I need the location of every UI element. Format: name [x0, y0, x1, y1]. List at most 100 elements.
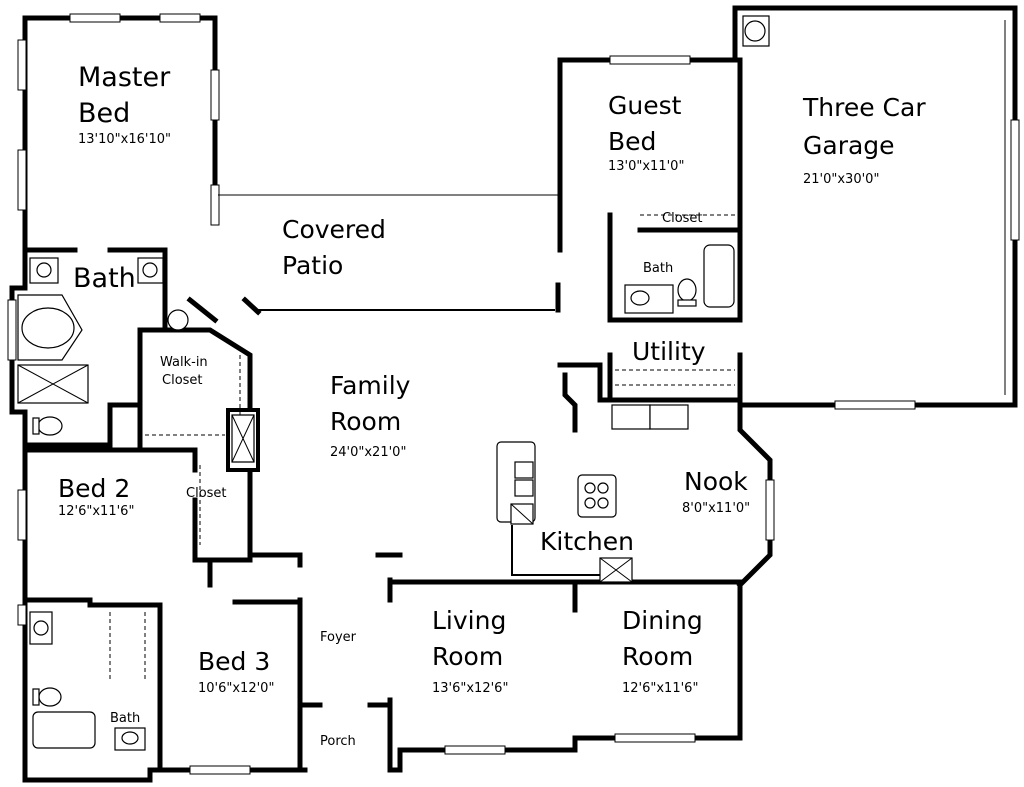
master-bath-label: Bath [73, 263, 136, 294]
family-room-label-1: Family [330, 371, 411, 400]
burner-2 [597, 482, 609, 494]
dining-room-dims: 12'6"x11'6" [622, 681, 698, 696]
hall-vanity-sink [121, 731, 139, 745]
water-heater [167, 309, 189, 331]
dining-room-label-2: Room [622, 642, 693, 671]
window-master-north-1 [69, 13, 121, 23]
guest-closet-label: Closet [662, 211, 703, 226]
burner-3 [584, 497, 596, 509]
washer [611, 404, 651, 430]
master-bed-label-2: Bed [78, 98, 130, 129]
dining-room-label-1: Dining [622, 606, 703, 635]
nook-dims: 8'0"x11'0" [682, 501, 750, 516]
guest-toilet-tank [677, 299, 697, 307]
window-dining [614, 733, 696, 743]
hall-wall [247, 467, 303, 558]
fixtures [17, 15, 770, 751]
utility-entry-wall [562, 372, 578, 433]
window-master-east-2 [210, 184, 220, 226]
window-garage [834, 400, 916, 410]
window-nook [765, 479, 775, 541]
patio-label-2: Patio [282, 251, 343, 280]
garage-label-2: Garage [803, 131, 895, 160]
master-bath-north-wall-b [107, 247, 168, 333]
kitchen-sink-1 [514, 461, 534, 479]
patio-label-1: Covered [282, 215, 386, 244]
window-bath-bay [7, 299, 17, 361]
garage-label-1: Three Car [802, 93, 926, 122]
master-bed-dims: 13'10"x16'10" [78, 132, 171, 147]
burner-1 [584, 482, 596, 494]
foyer-label: Foyer [320, 630, 357, 645]
window-guest-bed [609, 55, 691, 65]
guest-bath-label: Bath [643, 261, 673, 276]
toilet-room-wall [22, 402, 143, 448]
bed3-dims: 10'6"x12'0" [198, 681, 274, 696]
kitchen-label: Kitchen [540, 527, 634, 556]
living-room-dims: 13'6"x12'6" [432, 681, 508, 696]
window-master-east-1 [210, 69, 220, 121]
utility-label: Utility [632, 337, 706, 366]
hall-tub [32, 711, 96, 749]
guest-bed-label-2: Bed [608, 127, 656, 156]
guest-bed-dims: 13'0"x11'0" [608, 159, 684, 174]
hall-bath-label: Bath [110, 711, 140, 726]
master-toilet [37, 416, 63, 436]
patio-lines [145, 20, 1006, 545]
hall-toilet-tank [32, 688, 40, 706]
kitchen-sink-2 [514, 479, 534, 497]
window-bath-hall [17, 604, 27, 626]
window-master-north-2 [159, 13, 201, 23]
bed2-closet-label: Closet [186, 486, 227, 501]
nook-bay-wall [736, 402, 773, 589]
nook-label: Nook [684, 467, 748, 496]
garage-walls [557, 5, 1018, 408]
walls [9, 5, 1018, 783]
master-toilet-tank [32, 417, 40, 435]
bath-hall-east-wall [87, 602, 163, 773]
walkin-closet-label-2: Closet [162, 373, 203, 388]
living-room-label-1: Living [432, 606, 506, 635]
refrigerator-x2 [599, 557, 633, 583]
master-sink-1-basin [36, 262, 52, 278]
bed2-north-wall [22, 447, 198, 473]
guest-sink [630, 290, 650, 306]
window-bed3 [189, 765, 251, 775]
burner-4 [597, 497, 609, 509]
walkin-closet-label-1: Walk-in [160, 355, 208, 370]
kitchen-island [577, 474, 617, 518]
porch-label: Porch [320, 734, 356, 749]
master-sink-2-basin [142, 262, 158, 278]
kitchen-counter-run [511, 525, 600, 576]
guest-bed-label-1: Guest [608, 91, 682, 120]
window-living [444, 745, 506, 755]
bed2-closet-wall [192, 497, 253, 563]
porch-left-wall [297, 697, 308, 773]
garage-water-heater [744, 20, 766, 42]
master-tub-basin [21, 307, 75, 349]
hall-sink-basin [33, 620, 49, 636]
garage-dims: 21'0"x30'0" [803, 172, 879, 187]
patio-post-west [241, 296, 262, 316]
window-bed2 [17, 489, 27, 541]
labels: Master Bed 13'10"x16'10" Bath Walk-in Cl… [58, 62, 926, 749]
window-master-west-1 [17, 39, 27, 91]
closet-angle [186, 296, 219, 324]
family-room-label-2: Room [330, 407, 401, 436]
family-room-dims: 24'0"x21'0" [330, 445, 406, 460]
master-bed-label-1: Master [78, 62, 171, 93]
hall-toilet [38, 687, 62, 707]
guest-toilet [677, 278, 697, 302]
utility-wall [557, 362, 743, 403]
bed3-label: Bed 3 [198, 647, 270, 676]
bed2-label: Bed 2 [58, 474, 130, 503]
dryer [649, 404, 689, 430]
master-bath-bay-wall [9, 285, 28, 455]
hearth-x2 [231, 414, 255, 463]
dishwasher-x [510, 503, 534, 525]
master-shower-x2 [17, 364, 89, 404]
living-room-label-2: Room [432, 642, 503, 671]
guest-tub [703, 244, 735, 308]
window-master-west-2 [17, 149, 27, 211]
